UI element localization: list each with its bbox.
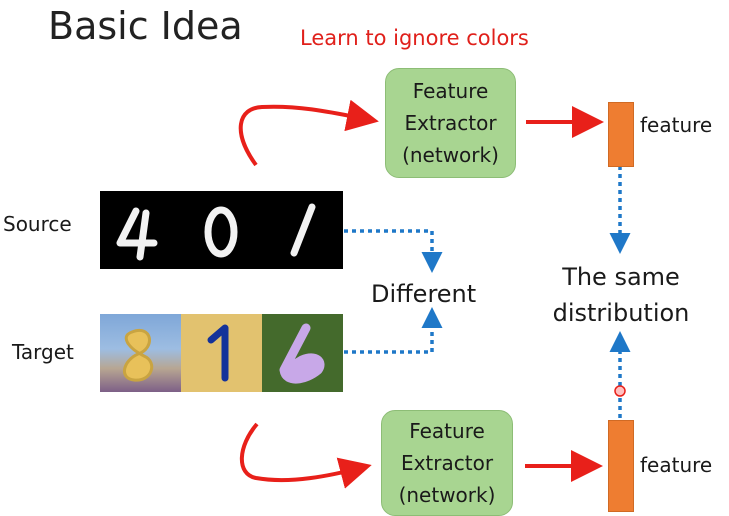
fe-bottom-line1: Feature xyxy=(409,419,485,443)
target-digit-images xyxy=(100,314,343,392)
fe-top-line2: Extractor xyxy=(404,111,497,135)
feature-vector-bottom xyxy=(608,420,634,512)
different-label: Different xyxy=(371,280,477,308)
source-label: Source xyxy=(3,212,72,236)
fe-bottom-line3: (network) xyxy=(398,483,496,507)
curved-arrow-bottom xyxy=(239,422,372,489)
same-distribution-line1: The same xyxy=(562,263,680,291)
feature-extractor-top: Feature Extractor (network) xyxy=(385,68,516,178)
fe-top-line3: (network) xyxy=(402,143,499,167)
dotted-arrow-target xyxy=(344,307,443,354)
same-distribution-line2: distribution xyxy=(552,299,690,327)
feature-extractor-bottom: Feature Extractor (network) xyxy=(381,410,513,516)
slide-subtitle: Learn to ignore colors xyxy=(300,26,529,50)
target-tile-1 xyxy=(181,314,262,392)
dotted-arrow-source xyxy=(344,229,443,273)
fe-bottom-line2: Extractor xyxy=(400,451,494,475)
same-distribution-label: The same distribution xyxy=(548,259,694,331)
cursor-dot xyxy=(614,385,626,397)
target-tile-8 xyxy=(100,314,181,392)
curved-arrow-top xyxy=(238,99,379,167)
slide-title: Basic Idea xyxy=(48,4,243,48)
target-label: Target xyxy=(12,340,74,364)
target-tile-6 xyxy=(262,314,343,392)
feature-label-top: feature xyxy=(640,113,713,137)
source-digit-images xyxy=(100,191,343,269)
feature-label-bottom: feature xyxy=(640,453,713,477)
feature-vector-top xyxy=(608,102,634,167)
fe-top-line1: Feature xyxy=(412,79,489,103)
